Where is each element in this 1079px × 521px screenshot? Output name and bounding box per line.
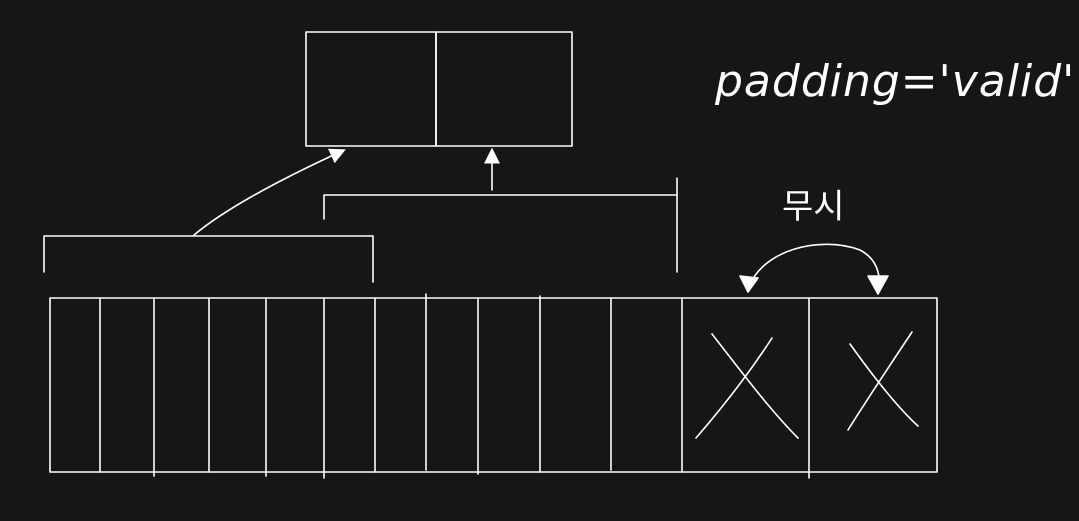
ignore-arrowhead-left (739, 275, 759, 293)
output-cell-2 (435, 31, 573, 147)
padding-label: padding='valid' (714, 56, 1075, 107)
output-array (305, 31, 573, 147)
ignore-label: 무시 (782, 187, 845, 227)
ignore-arrowhead-right (867, 275, 889, 295)
input-array-outline (49, 297, 938, 473)
ignored-cell-x-mark (847, 331, 919, 431)
window-1-arrow (193, 148, 346, 236)
ignore-double-arrow (747, 243, 881, 291)
window-bracket-2 (323, 177, 678, 273)
window-bracket-1 (43, 235, 374, 283)
output-cell-1 (305, 31, 437, 147)
ignored-cell-x-mark (695, 333, 799, 439)
input-array (49, 293, 938, 479)
